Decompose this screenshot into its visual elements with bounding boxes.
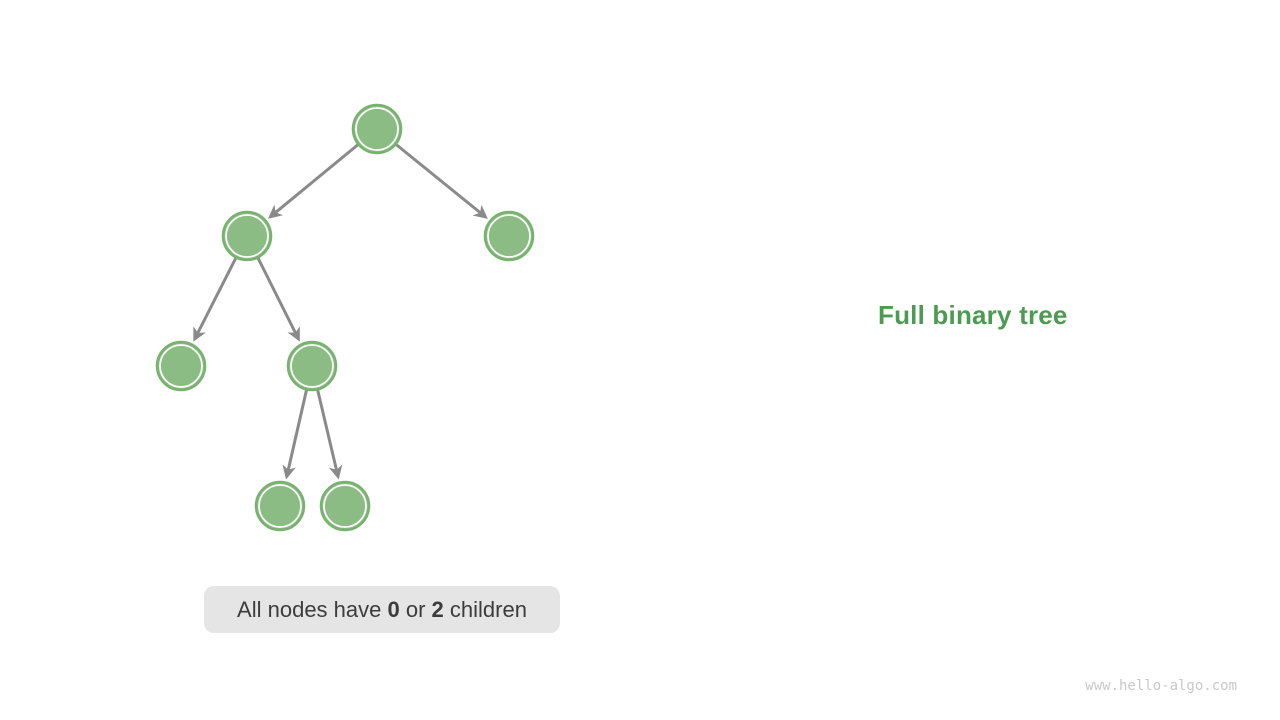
caption-bold-0: 0 bbox=[387, 596, 400, 622]
tree-node bbox=[483, 210, 535, 262]
tree-node bbox=[155, 340, 207, 392]
tree-edge bbox=[193, 257, 238, 342]
tree-node bbox=[319, 480, 371, 532]
diagram-title: Full binary tree bbox=[878, 300, 1068, 330]
tree-edge bbox=[268, 143, 359, 219]
tree-edge bbox=[282, 390, 308, 480]
tree-node bbox=[254, 480, 306, 532]
watermark: www.hello-algo.com bbox=[1085, 678, 1237, 694]
tree-node bbox=[221, 210, 273, 262]
caption-text-3: children bbox=[443, 596, 527, 622]
caption-text-2: or bbox=[399, 596, 432, 622]
tree-edge bbox=[316, 389, 343, 480]
tree-node bbox=[286, 340, 338, 392]
tree-edge bbox=[395, 143, 488, 219]
tree-edge bbox=[256, 257, 300, 342]
tree-node bbox=[351, 103, 403, 155]
caption-text-1: All nodes have bbox=[237, 596, 388, 622]
caption-badge: All nodes have 0 or 2 children bbox=[204, 586, 560, 633]
caption-bold-2: 2 bbox=[431, 596, 444, 622]
